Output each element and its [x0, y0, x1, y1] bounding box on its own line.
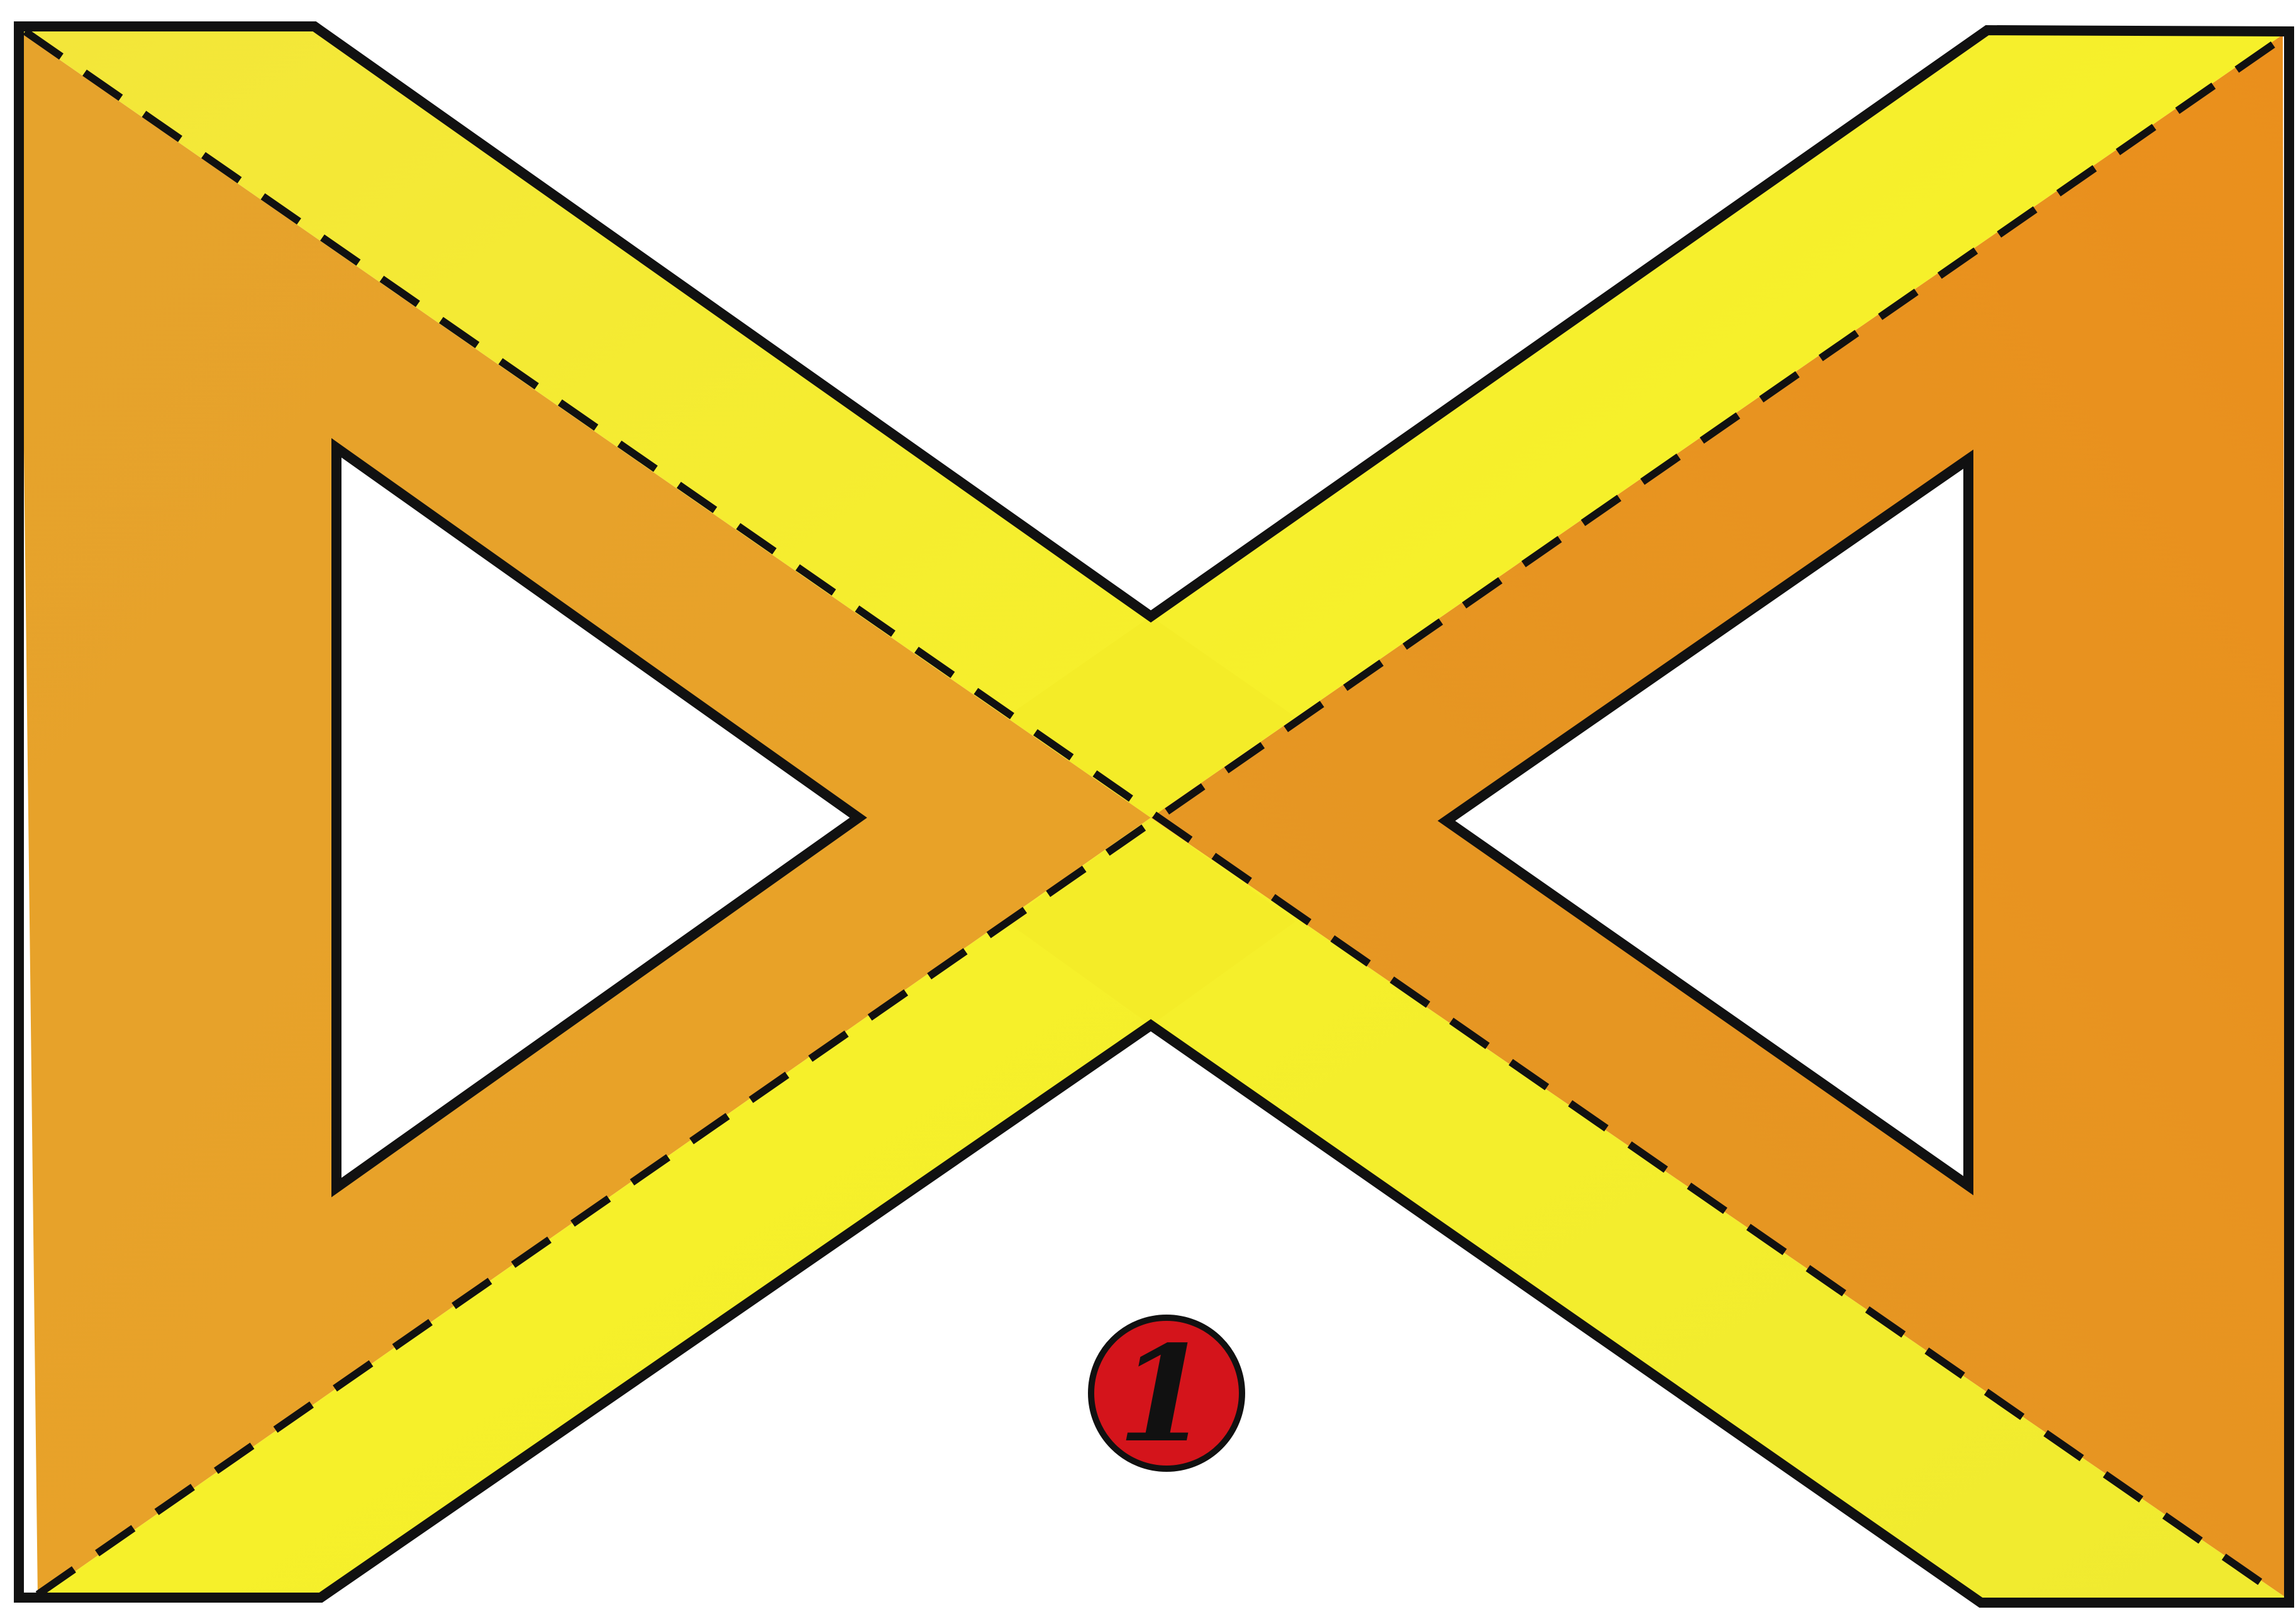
step-number-badge: 1 [1091, 1316, 1242, 1472]
badge-label: 1 [1117, 1316, 1209, 1472]
